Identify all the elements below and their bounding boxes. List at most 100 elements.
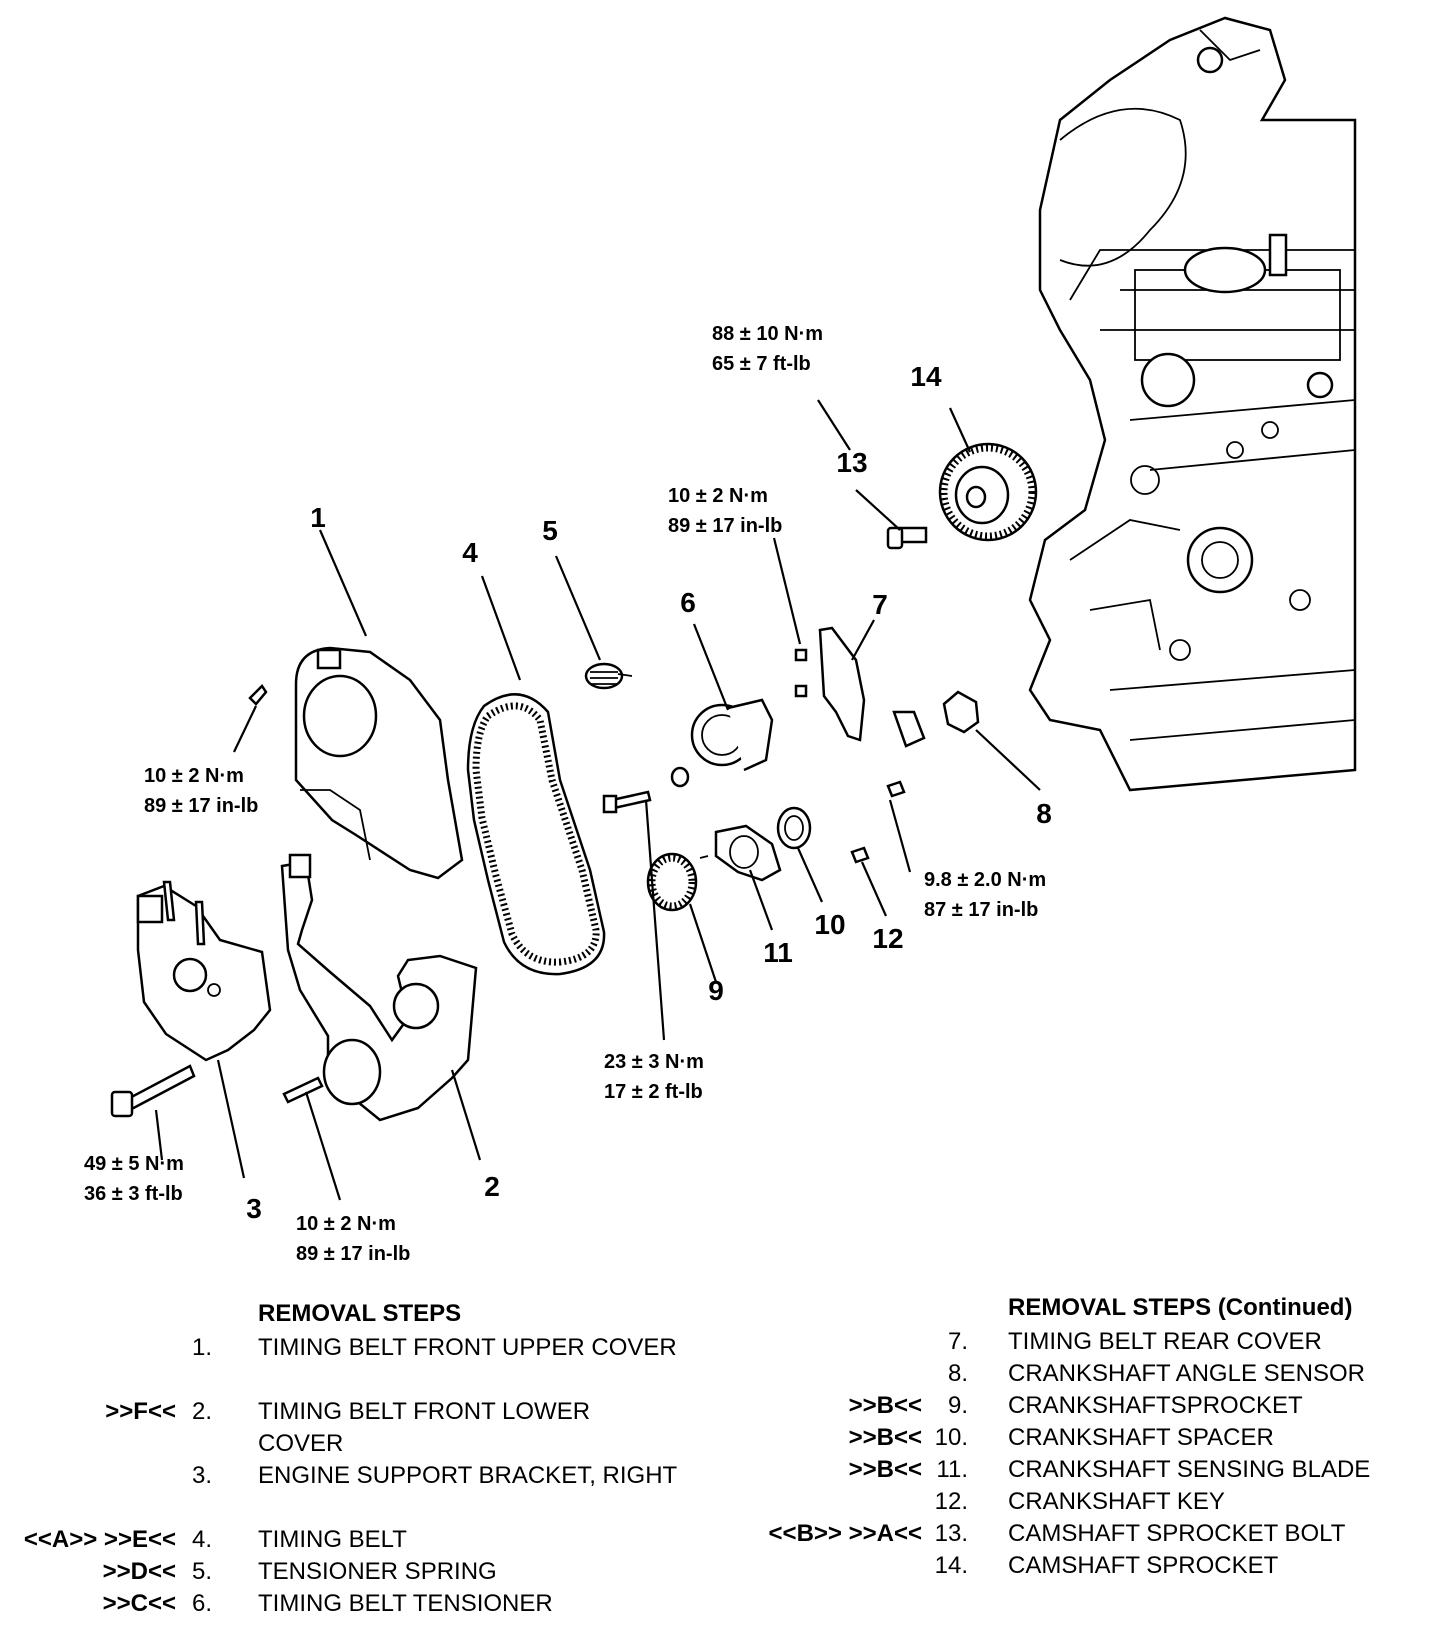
callout-9: 9 (708, 975, 724, 1006)
step-text: CAMSHAFT SPROCKET BOLT (1008, 1520, 1346, 1547)
step-text: TIMING BELT (258, 1526, 407, 1553)
step-row: 1. TIMING BELT FRONT UPPER COVER (0, 1332, 700, 1396)
step-row: <<A>> >>E<< 4. TIMING BELT (0, 1524, 700, 1556)
cover-bolt-upper (248, 684, 268, 706)
step-text: CRANKSHAFTSPROCKET (1008, 1392, 1303, 1419)
step-text: TIMING BELT FRONT UPPER COVER (258, 1334, 677, 1361)
step-number: 13. (934, 1520, 968, 1547)
callout-3: 3 (246, 1193, 262, 1224)
crankshaft-angle-sensor (886, 690, 980, 798)
callout-numbers: 1 2 3 4 5 6 7 8 9 10 11 12 13 14 (246, 361, 1052, 1224)
torque-2-imperial: 89 ± 17 in-lb (296, 1243, 410, 1265)
step-row: <<B>> >>A<< 13. CAMSHAFT SPROCKET BOLT (720, 1518, 1456, 1550)
step-text: TENSIONER SPRING (258, 1558, 497, 1585)
step-number: 9. (947, 1392, 968, 1419)
crankshaft-key (850, 846, 870, 864)
leader-lines (154, 399, 1041, 1201)
timing-belt-rear-cover (794, 626, 866, 742)
torque-6-imperial: 17 ± 2 ft-lb (604, 1081, 703, 1103)
callout-4: 4 (462, 537, 478, 568)
callout-6: 6 (680, 587, 696, 618)
step-code: >>B<< (848, 1392, 922, 1419)
step-text: CAMSHAFT SPROCKET (1008, 1552, 1279, 1579)
torque-6-nm: 23 ± 3 N·m (604, 1051, 704, 1073)
crankshaft-sensing-blade (699, 824, 782, 882)
torque-7-nm: 10 ± 2 N·m (668, 485, 768, 507)
step-number: 10. (934, 1424, 968, 1451)
step-row: >>D<< 5. TENSIONER SPRING (0, 1556, 700, 1588)
step-number: 6. (191, 1590, 212, 1617)
crankshaft-sprocket (646, 852, 698, 912)
step-code: <<B>> >>A<< (768, 1520, 922, 1547)
step-number: 11. (936, 1456, 968, 1483)
step-number: 2. (191, 1398, 212, 1425)
step-row: 14. CAMSHAFT SPROCKET (720, 1550, 1456, 1582)
torque-13-nm: 88 ± 10 N·m (712, 323, 823, 345)
torque-7-imperial: 89 ± 17 in-lb (668, 515, 782, 537)
step-number: 12. (934, 1488, 968, 1515)
bracket-bolt (110, 1064, 196, 1118)
step-number: 14. (934, 1552, 968, 1579)
engine-block-illustration (1028, 16, 1357, 792)
callout-14: 14 (910, 361, 942, 392)
step-row: 7. TIMING BELT REAR COVER (720, 1326, 1456, 1358)
removal-steps-continued-heading: REMOVAL STEPS (Continued) (1008, 1294, 1353, 1321)
step-text: CRANKSHAFT KEY (1008, 1488, 1225, 1515)
cover-bolt-lower (282, 1076, 324, 1104)
step-row: 12. CRANKSHAFT KEY (720, 1486, 1456, 1518)
step-row: >>B<< 11. CRANKSHAFT SENSING BLADE (720, 1454, 1456, 1486)
step-row: 8. CRANKSHAFT ANGLE SENSOR (720, 1358, 1456, 1390)
camshaft-sprocket (938, 442, 1038, 542)
callout-2: 2 (484, 1171, 500, 1202)
timing-belt (466, 693, 606, 976)
timing-belt-tensioner (670, 698, 774, 788)
torque-1-nm: 10 ± 2 N·m (144, 765, 244, 787)
torque-8-imperial: 87 ± 17 in-lb (924, 899, 1038, 921)
step-number: 4. (191, 1526, 212, 1553)
step-code: >>F<< (105, 1398, 176, 1425)
step-text: CRANKSHAFT SPACER (1008, 1424, 1274, 1451)
torque-3-nm: 49 ± 5 N·m (84, 1153, 184, 1175)
step-number: 5. (191, 1558, 212, 1585)
torque-1-imperial: 89 ± 17 in-lb (144, 795, 258, 817)
step-text: TIMING BELT REAR COVER (1008, 1328, 1322, 1355)
step-row: >>B<< 9. CRANKSHAFTSPROCKET (720, 1390, 1456, 1422)
torque-13-imperial: 65 ± 7 ft-lb (712, 353, 811, 375)
step-code: >>B<< (848, 1424, 922, 1451)
step-text: ENGINE SUPPORT BRACKET, RIGHT (258, 1462, 678, 1489)
step-text: TIMING BELT TENSIONER (258, 1590, 553, 1617)
step-text: CRANKSHAFT SENSING BLADE (1008, 1456, 1371, 1483)
step-row: 3. ENGINE SUPPORT BRACKET, RIGHT (0, 1460, 700, 1524)
step-text: CRANKSHAFT ANGLE SENSOR (1008, 1360, 1365, 1387)
tensioner-spring (584, 662, 633, 690)
step-code: >>D<< (102, 1558, 176, 1585)
step-row: >>B<< 10. CRANKSHAFT SPACER (720, 1422, 1456, 1454)
callout-8: 8 (1036, 798, 1052, 829)
step-number: 3. (191, 1462, 212, 1489)
front-upper-cover (294, 646, 464, 880)
removal-steps-heading: REMOVAL STEPS (258, 1300, 462, 1327)
step-number: 8. (947, 1360, 968, 1387)
callout-13: 13 (836, 447, 867, 478)
torque-2-nm: 10 ± 2 N·m (296, 1213, 396, 1235)
torque-specs: 88 ± 10 N·m 65 ± 7 ft-lb 10 ± 2 N·m 89 ±… (84, 323, 1046, 1265)
front-lower-cover (280, 853, 478, 1122)
callout-7: 7 (872, 589, 888, 620)
torque-3-imperial: 36 ± 3 ft-lb (84, 1183, 183, 1205)
engine-support-bracket (136, 880, 272, 1062)
step-text: TIMING BELT FRONT LOWER COVER (258, 1398, 591, 1457)
step-code: <<A>> >>E<< (23, 1526, 176, 1553)
step-number: 7. (947, 1328, 968, 1355)
step-row: >>C<< 6. TIMING BELT TENSIONER (0, 1588, 700, 1620)
callout-11: 11 (763, 937, 793, 968)
crankshaft-spacer (776, 806, 812, 850)
step-code: >>B<< (848, 1456, 922, 1483)
step-row: >>F<< 2. TIMING BELT FRONT LOWER COVER (0, 1396, 700, 1460)
torque-8-nm: 9.8 ± 2.0 N·m (924, 869, 1046, 891)
tensioner-bolt (602, 790, 652, 814)
step-code: >>C<< (102, 1590, 176, 1617)
callout-5: 5 (542, 515, 558, 546)
step-number: 1. (191, 1334, 212, 1361)
callout-1: 1 (310, 502, 326, 533)
callout-12: 12 (872, 923, 903, 954)
